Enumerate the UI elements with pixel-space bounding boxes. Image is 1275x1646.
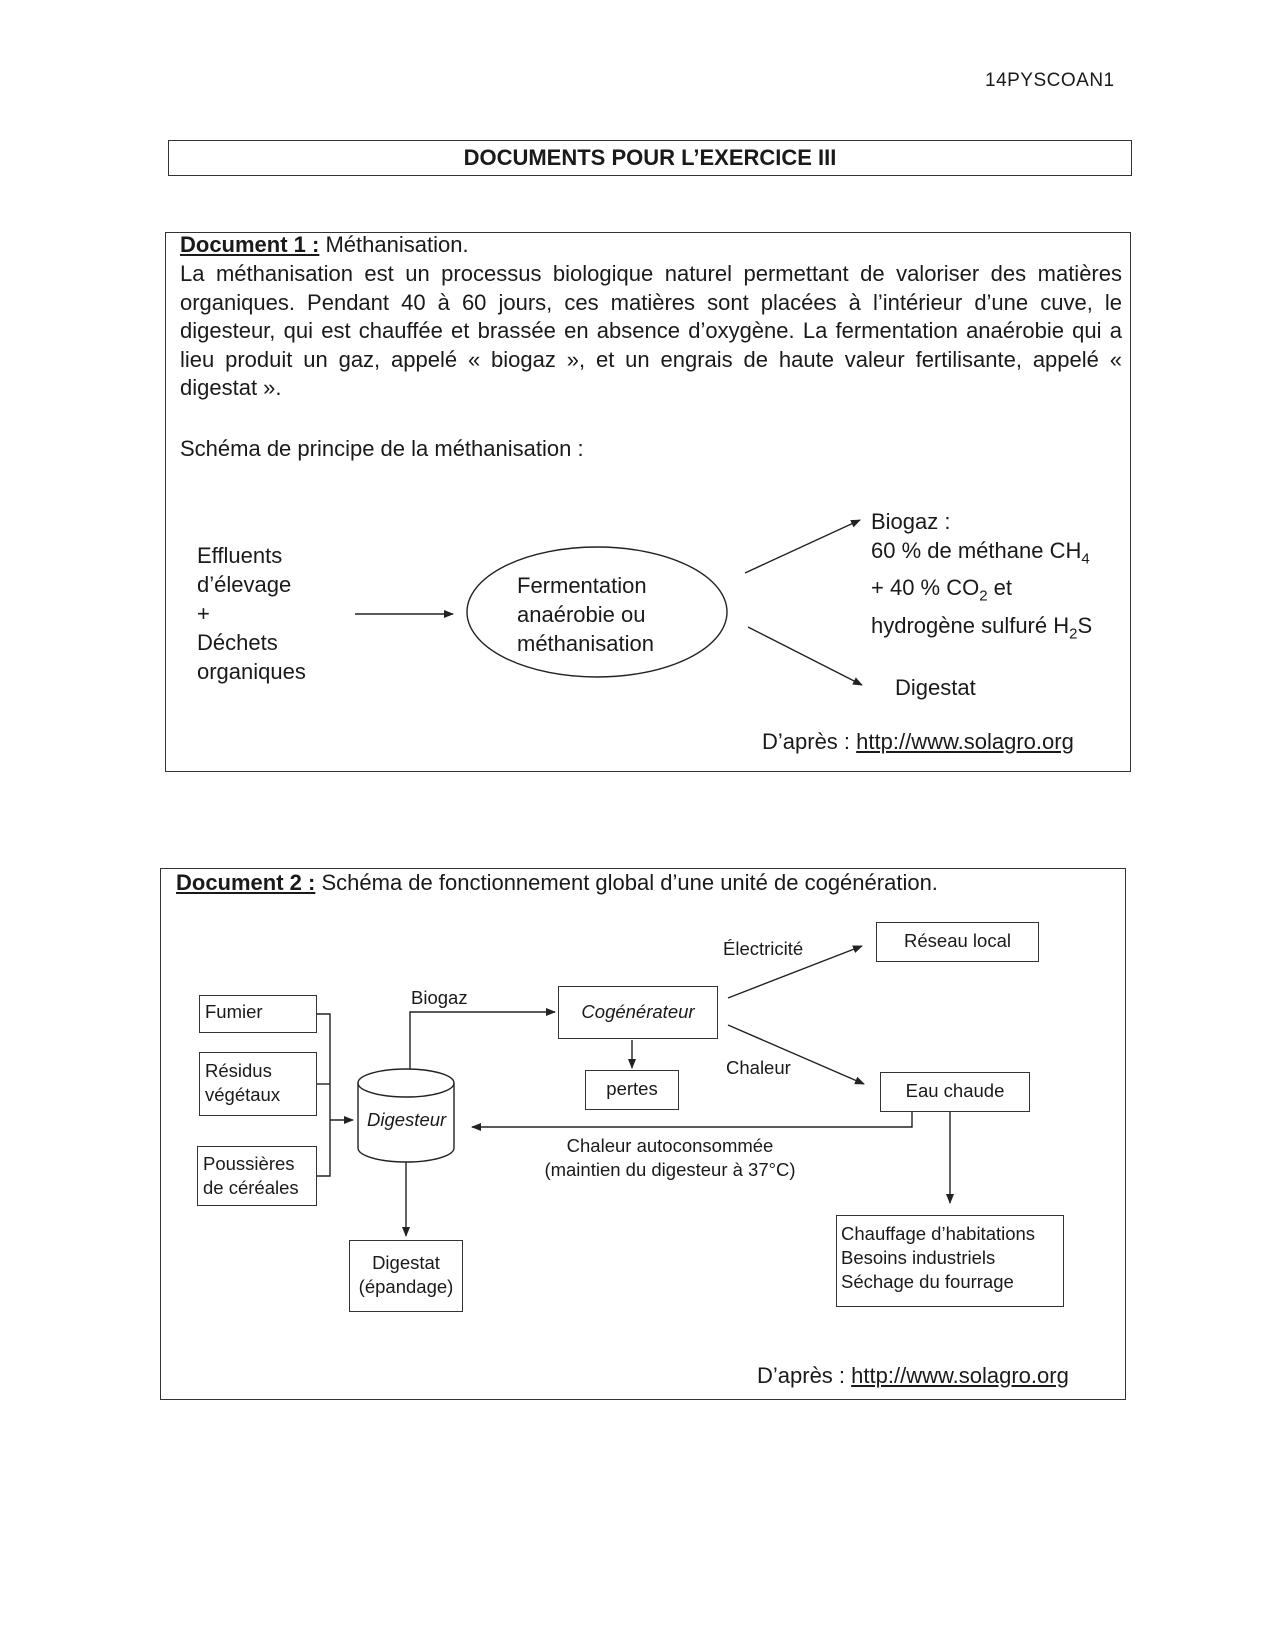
poussieres-box: Poussières de céréales (197, 1146, 317, 1206)
biogaz-text: Biogaz : 60 % de méthane CH4 + 40 % CO2 … (871, 507, 1092, 648)
digesteur-label: Digesteur (367, 1109, 447, 1130)
document-1-source: D’après : http://www.solagro.org (762, 729, 1074, 754)
pertes-box: pertes (585, 1070, 679, 1110)
reseau-local-box: Réseau local (876, 922, 1039, 962)
digestat-output: Digestat (895, 675, 976, 700)
document-code: 14PYSCOAN1 (985, 70, 1115, 91)
source-link[interactable]: http://www.solagro.org (856, 729, 1074, 754)
chaleur-autoconsommee-label: Chaleur autoconsommée (maintien du diges… (544, 1135, 796, 1180)
inputs-text: Effluents d’élevage + Déchets organiques (197, 541, 306, 686)
fumier-box: Fumier (199, 995, 317, 1033)
biogaz-arrow (744, 519, 861, 574)
document-1-paragraph: La méthanisation est un processus biolog… (180, 261, 1122, 400)
electricite-arrow (727, 945, 863, 999)
eau-chaude-box: Eau chaude (880, 1072, 1030, 1112)
input-line: Déchets (197, 630, 278, 655)
document-2-title: Schéma de fonctionnement global d’une un… (315, 870, 938, 895)
document-1-label: Document 1 : (180, 232, 320, 257)
input-line: Effluents (197, 543, 283, 568)
document-1-title: Méthanisation. (319, 232, 469, 257)
usages-box: Chauffage d’habitations Besoins industri… (836, 1215, 1064, 1307)
biogaz-co2: + 40 % CO2 et (871, 575, 1013, 605)
process-line: anaérobie ou (517, 602, 646, 627)
biogaz-flow-label: Biogaz (411, 987, 468, 1008)
chaleur-return-arrow (471, 1112, 913, 1131)
biogaz-flow-arrow (409, 1008, 556, 1069)
cogenerateur-box: Cogénérateur (558, 986, 718, 1039)
electricite-label: Électricité (723, 938, 804, 959)
biogaz-title: Biogaz : (871, 509, 951, 534)
inputs-bracket (317, 1013, 331, 1177)
residus-box: Résidus végétaux (199, 1052, 317, 1116)
chaleur-label: Chaleur (726, 1057, 791, 1078)
document-2-source: D’après : http://www.solagro.org (757, 1363, 1069, 1388)
document-1-heading: Document 1 : Méthanisation. (180, 231, 469, 260)
chaleur-arrow (727, 1024, 865, 1085)
document-2-frame (160, 868, 1126, 1400)
input-line: d’élevage (197, 572, 292, 597)
process-ellipse (466, 546, 728, 678)
document-1-frame (165, 232, 1131, 772)
digesteur-cylinder (357, 1083, 455, 1163)
schema-label: Schéma de principe de la méthanisation : (180, 436, 584, 461)
digestat-arrow (747, 626, 863, 686)
process-line: Fermentation (517, 573, 647, 598)
biogaz-h2s: hydrogène sulfuré H2S (871, 612, 1093, 643)
input-line: organiques (197, 659, 306, 684)
process-line: méthanisation (517, 631, 654, 656)
biogaz-methane: 60 % de méthane CH4 (871, 538, 1090, 568)
input-line: + (197, 601, 210, 626)
process-text: Fermentation anaérobie ou méthanisation (517, 571, 654, 658)
document-2-heading: Document 2 : Schéma de fonctionnement gl… (176, 869, 938, 898)
digesteur-top (357, 1068, 455, 1098)
digestat-box: Digestat (épandage) (349, 1240, 463, 1312)
page-title: DOCUMENTS POUR L’EXERCICE III (168, 140, 1132, 176)
document-2-label: Document 2 : (176, 870, 316, 895)
source-link[interactable]: http://www.solagro.org (851, 1363, 1069, 1388)
